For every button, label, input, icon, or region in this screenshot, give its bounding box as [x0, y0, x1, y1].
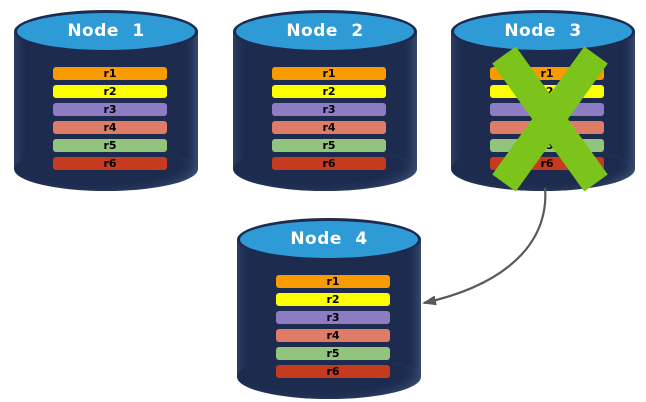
node-4-row-r2: r2	[276, 293, 390, 306]
node-4-row-r1: r1	[276, 275, 390, 288]
node-4-rows: r1 r2 r3 r4 r5 r6	[276, 275, 390, 378]
node-1-label: Node 1	[67, 20, 145, 41]
node-1-row-r2: r2	[53, 85, 167, 98]
node-3-label: Node 3	[504, 20, 582, 41]
node-2-label: Node 2	[286, 20, 364, 41]
node-4-row-r6: r6	[276, 365, 390, 378]
node-2-row-r6: r6	[272, 157, 386, 170]
node-2-row-r5: r5	[272, 139, 386, 152]
node-3: r1 r2 r3 r4 r5 r6 Node 3	[451, 9, 635, 192]
node-2-row-r1: r1	[272, 67, 386, 80]
node-1-row-r5: r5	[53, 139, 167, 152]
node-3-top: Node 3	[451, 10, 635, 53]
failover-arrow	[422, 187, 547, 306]
node-1-row-r4: r4	[53, 121, 167, 134]
node-1-rows: r1 r2 r3 r4 r5 r6	[53, 67, 167, 170]
node-4-top: Node 4	[237, 218, 421, 261]
node-1-top: Node 1	[14, 10, 198, 53]
node-4: r1 r2 r3 r4 r5 r6 Node 4	[237, 217, 421, 399]
node-2: r1 r2 r3 r4 r5 r6 Node 2	[233, 9, 417, 191]
node-2-row-r4: r4	[272, 121, 386, 134]
node-1-row-r3: r3	[53, 103, 167, 116]
node-4-row-r4: r4	[276, 329, 390, 342]
node-2-row-r3: r3	[272, 103, 386, 116]
failure-cross-icon	[492, 46, 608, 192]
node-2-row-r2: r2	[272, 85, 386, 98]
node-2-top: Node 2	[233, 10, 417, 53]
node-4-row-r3: r3	[276, 311, 390, 324]
node-4-label: Node 4	[290, 228, 368, 249]
node-1: r1 r2 r3 r4 r5 r6 Node 1	[14, 9, 198, 191]
node-1-row-r1: r1	[53, 67, 167, 80]
node-2-rows: r1 r2 r3 r4 r5 r6	[272, 67, 386, 170]
node-4-row-r5: r5	[276, 347, 390, 360]
node-1-row-r6: r6	[53, 157, 167, 170]
